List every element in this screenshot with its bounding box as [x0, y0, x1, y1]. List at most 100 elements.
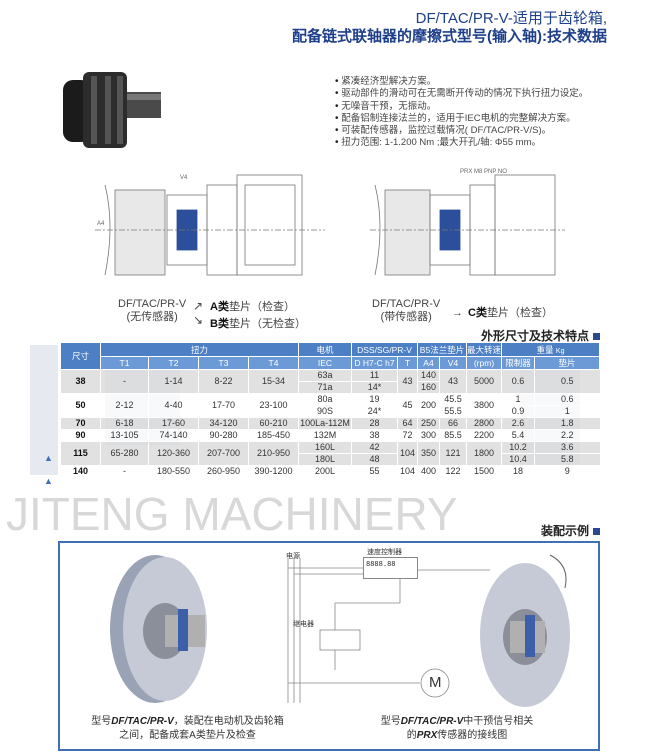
col-dc: D H7-C h7 [351, 356, 398, 370]
table-cell: 11 [351, 369, 398, 382]
table-cell: 23-100 [248, 393, 299, 418]
table-cell: 5.4 [501, 429, 535, 442]
table-cell: 38 [60, 369, 101, 394]
table-cell: 90 [60, 429, 101, 442]
config-left-model: DF/TAC/PR-V(无传感器) [118, 298, 187, 323]
table-cell: 1-14 [148, 369, 199, 394]
table-cell: 13-105 [100, 429, 149, 442]
table-cell: 43 [397, 369, 418, 394]
coupling-illustration-right [480, 554, 570, 707]
col-flange: B5法兰垫片 [417, 342, 467, 357]
table-cell: 1800 [465, 441, 502, 466]
col-limiter: 限制器 [501, 356, 536, 370]
table-cell: 2800 [465, 417, 502, 430]
table-cell: 45 [397, 393, 418, 418]
dim-v4: V4 [180, 175, 188, 181]
table-cell: 1.8 [534, 417, 600, 430]
table-cell: 3.6 [534, 441, 600, 454]
arrow-right: → [452, 307, 463, 319]
coupling-illustration-left [110, 555, 207, 703]
table-cell: 63a [298, 369, 352, 382]
col-dss: DSS/SG/PR-V [351, 342, 418, 357]
table-cell: 185-450 [248, 429, 299, 442]
table-cell: 250 [417, 417, 440, 430]
table-cell: 55.5 [439, 405, 467, 418]
table-cell: 180-550 [148, 465, 199, 478]
arrow-down: ↘ [193, 313, 204, 327]
table-cell: 28 [351, 417, 398, 430]
table-cell: 2.6 [501, 417, 535, 430]
table-cell: 0.9 [501, 405, 535, 418]
table-cell: 6-18 [100, 417, 149, 430]
table-cell: 43 [439, 369, 467, 394]
table-cell: 1 [534, 405, 600, 418]
table-cell: 4-40 [148, 393, 199, 418]
feature-item: 扭力范围: 1-1.200 Nm ;最大开孔/轴: Φ55 mm。 [335, 137, 588, 149]
table-cell: 140 [60, 465, 101, 478]
col-torque: 扭力 [100, 342, 299, 357]
table-cell: 10.4 [501, 453, 535, 466]
col-a4: A4 [417, 356, 440, 370]
table-cell: 115 [60, 441, 101, 466]
table-cell: 120-360 [148, 441, 199, 466]
table-cell: 350 [417, 441, 440, 466]
col-t4: T4 [248, 356, 299, 370]
table-cell: 160 [417, 381, 440, 394]
table-cell: 200 [417, 393, 440, 418]
caption-left: 型号DF/TAC/PR-V，装配在电动机及齿轮箱 之间，配备成套A类垫片及检查 [91, 716, 284, 741]
feature-list: 紧凑经济型解决方案。 驱动部件的滑动可在无需断开传动的情况下执行扭力设定。 无噪… [335, 76, 588, 150]
table-cell: 10.2 [501, 441, 535, 454]
sensor-label: PRX M8 PNP NO [460, 169, 507, 175]
table-cell: 400 [417, 465, 440, 478]
col-speed: 最大转速 [465, 342, 503, 357]
table-cell: 390-1200 [248, 465, 299, 478]
table-cell: 14* [351, 381, 398, 394]
table-cell: 45.5 [439, 393, 467, 406]
motor-symbol: M [429, 674, 442, 691]
col-motor: 电机 [298, 342, 352, 357]
config-a-type: A类垫片（检查） [210, 301, 295, 313]
col-t2: T2 [148, 356, 199, 370]
table-cell: 19 [351, 393, 398, 406]
table-cell: - [100, 369, 149, 394]
table-cell: 60-210 [248, 417, 299, 430]
col-t: T [397, 356, 418, 370]
feature-item: 配备铝制连接法兰的，适用于IEC电机的完整解决方案。 [335, 113, 588, 125]
table-cell: 85.5 [439, 429, 467, 442]
relay-label: 继电器 [293, 621, 314, 628]
col-rpm: (rpm) [465, 356, 503, 370]
table-cell: 2200 [465, 429, 502, 442]
speed-controller: 8888.88 [363, 557, 418, 579]
table-cell: 140 [417, 369, 440, 382]
col-pad: 垫片 [534, 356, 600, 370]
table-cell: 132M [298, 429, 352, 442]
feature-item: 无噪音干预，无振动。 [335, 101, 588, 113]
marker-icon: ▲ [44, 476, 53, 486]
config-b-type: B类垫片（无检查） [210, 318, 306, 330]
feature-item: 驱动部件的滑动可在无需断开传动的情况下执行扭力设定。 [335, 88, 588, 100]
table-cell: 0.5 [534, 369, 600, 394]
table-cell: 300 [417, 429, 440, 442]
table-cell: 71a [298, 381, 352, 394]
table-cell: 74-140 [148, 429, 199, 442]
table-cell: 0.6 [501, 369, 535, 394]
section-title-specs: 外形尺寸及技术特点 [481, 327, 600, 344]
table-cell: 70 [60, 417, 101, 430]
dim-a4: A4 [97, 221, 105, 227]
technical-drawing-left: V4 A4 [95, 174, 325, 276]
col-size: 尺寸 [60, 342, 101, 370]
table-cell: 100La-112M [298, 417, 352, 430]
page-title-line1: DF/TAC/PR-V-适用于齿轮箱, [415, 10, 607, 27]
table-cell: 8-22 [198, 369, 249, 394]
technical-drawing-right: PRX M8 PNP NO [370, 169, 565, 276]
config-right-model: DF/TAC/PR-V(带传感器) [372, 298, 441, 323]
table-cell: 0.6 [534, 393, 600, 406]
table-cell: 160L [298, 441, 352, 454]
wiring-diagram [287, 558, 490, 703]
